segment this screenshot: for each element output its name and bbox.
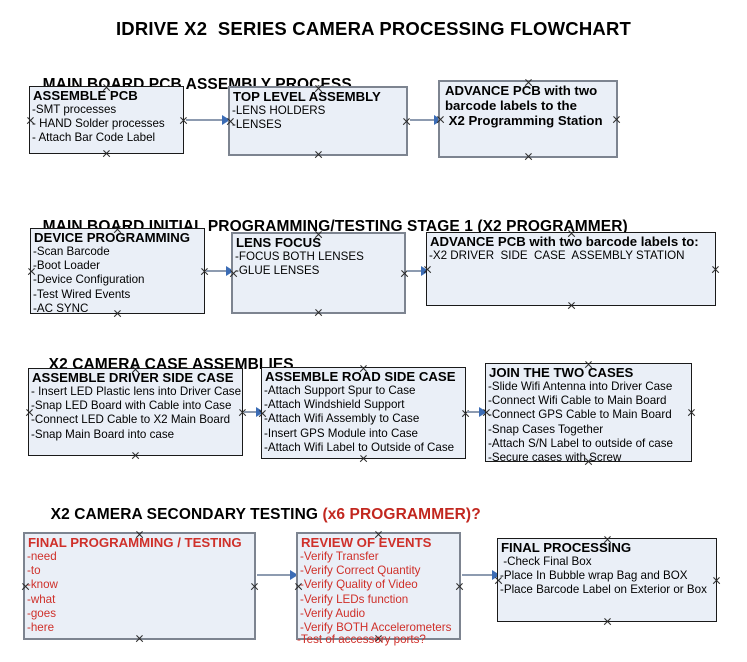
node-title: FINAL PROCESSING (501, 540, 632, 555)
resize-handle-bottom[interactable] (102, 149, 111, 158)
node-line: -LENSES (232, 118, 282, 132)
node-line: -AC SYNC (33, 301, 89, 315)
node-line: -LENS HOLDERS (232, 104, 326, 117)
resize-handle-right[interactable] (711, 265, 720, 274)
node-final-processing[interactable]: FINAL PROCESSING -Check Final Box -Place… (497, 538, 717, 622)
arrowhead-icon (421, 266, 429, 276)
node-title: JOIN THE TWO CASES (489, 365, 634, 380)
resize-handle-bottom[interactable] (131, 451, 140, 460)
node-line: -Snap Cases Together (488, 422, 604, 436)
node-line: -Slide Wifi Antenna into Driver Case (488, 380, 673, 393)
node-top-level-assembly[interactable]: TOP LEVEL ASSEMBLY -LENS HOLDERS -LENSES (228, 86, 408, 156)
node-line: -Place Barcode Label on Exterior or Box (500, 583, 707, 597)
node-line: -Secure cases with Screw (488, 451, 622, 465)
node-advance-pcb-driver-side-case[interactable]: ADVANCE PCB with two barcode labels to: … (426, 232, 716, 306)
node-line: -goes (27, 606, 57, 620)
resize-handle-bottom[interactable] (567, 301, 576, 310)
node-line: -Attach S/N Label to outside of case (488, 436, 673, 450)
node-line: -Snap Main Board into case (31, 427, 175, 441)
connector-device-programming-to-lens-focus (206, 270, 230, 272)
section-header-secondary-testing: X2 CAMERA SECONDARY TESTING (x6 PROGRAMM… (33, 488, 481, 542)
node-line: - Attach Bar Code Label (32, 131, 156, 145)
page-title: IDRIVE X2 SERIES CAMERA PROCESSING FLOWC… (115, 18, 632, 39)
node-line: -Connect GPS Cable to Main Board (488, 408, 672, 422)
node-line: -here (27, 621, 55, 635)
arrowhead-icon (290, 570, 298, 580)
node-line: -Device Configuration (33, 273, 145, 287)
connector-review-to-final-processing (462, 574, 495, 576)
connector-driver-case-to-road-case (244, 411, 262, 413)
node-title: ASSEMBLE ROAD SIDE CASE (265, 369, 456, 384)
node-line: -Snap LED Board with Cable into Case (31, 399, 232, 413)
node-line: -Verify LEDs function (300, 592, 409, 606)
node-title: DEVICE PROGRAMMING (34, 230, 191, 245)
node-review-of-events[interactable]: REVIEW OF EVENTS -Verify Transfer -Verif… (296, 532, 461, 640)
connector-final-programming-to-review (257, 574, 293, 576)
node-line: -Verify Correct Quantity (300, 564, 421, 578)
node-line: -know (27, 578, 58, 592)
node-line: -Attach Support Spur to Case (264, 384, 416, 397)
node-title: ASSEMBLE DRIVER SIDE CASE (32, 370, 234, 385)
node-line-overflow: -Test of accessory ports? (297, 633, 426, 646)
node-title: FINAL PROGRAMMING / TESTING (28, 535, 242, 550)
connector-lens-focus-to-advance-pcb-2 (407, 270, 425, 272)
node-line: -Attach Wifi Assembly to Case (264, 412, 420, 426)
node-line: -Attach Windshield Support (264, 398, 405, 412)
node-line: -SMT processes (32, 103, 117, 116)
node-line: -Attach Wifi Label to Outside of Case (264, 440, 455, 454)
node-line: - Insert LED Plastic lens into Driver Ca… (31, 385, 242, 398)
resize-handle-bottom[interactable] (603, 617, 612, 626)
node-title: ASSEMBLE PCB (33, 88, 138, 103)
node-line: -Insert GPS Module into Case (264, 426, 419, 440)
node-line: -Verify Transfer (300, 550, 379, 563)
node-line: - HAND Solder processes (32, 117, 165, 131)
section-header-text: X2 CAMERA SECONDARY TESTING (50, 506, 323, 523)
section-header-accent: (x6 PROGRAMMER)? (322, 506, 481, 523)
arrowhead-icon (492, 570, 500, 580)
node-line: -GLUE LENSES (235, 264, 320, 278)
node-advance-pcb-programming-station[interactable]: ADVANCE PCB with two barcode labels to t… (438, 80, 618, 158)
connector-top-level-to-advance-pcb (410, 119, 438, 121)
node-title: ADVANCE PCB with two barcode labels to: (430, 234, 699, 249)
node-line: -Test Wired Events (33, 287, 131, 301)
node-title: LENS FOCUS (236, 235, 321, 250)
arrowhead-icon (226, 266, 234, 276)
node-assemble-driver-side-case[interactable]: ASSEMBLE DRIVER SIDE CASE - Insert LED P… (28, 368, 243, 456)
resize-handle-bottom[interactable] (314, 308, 323, 317)
node-line: -Boot Loader (33, 259, 101, 273)
node-line: -Verify BOTH Accelerometers (300, 621, 452, 635)
node-line: -what (27, 592, 56, 606)
node-line: -Connect Wifi Cable to Main Board (488, 394, 667, 408)
node-line: -FOCUS BOTH LENSES (235, 250, 364, 263)
connector-road-case-to-join-cases (467, 411, 485, 413)
node-final-programming-testing[interactable]: FINAL PROGRAMMING / TESTING -need -to -k… (23, 532, 256, 640)
node-join-the-two-cases[interactable]: JOIN THE TWO CASES -Slide Wifi Antenna i… (485, 363, 692, 465)
node-line: -Connect LED Cable to X2 Main Board (31, 413, 231, 427)
connector-assemble-pcb-to-top-level (186, 119, 224, 121)
node-line: -Check Final Box (500, 555, 592, 568)
node-assemble-road-side-case[interactable]: ASSEMBLE ROAD SIDE CASE -Attach Support … (261, 367, 466, 459)
node-line: -Scan Barcode (33, 245, 110, 258)
node-line: -Place In Bubble wrap Bag and BOX (500, 569, 688, 583)
node-title: ADVANCE PCB with two barcode labels to t… (445, 83, 603, 128)
node-line: -Verify Audio (300, 606, 366, 620)
node-title: REVIEW OF EVENTS (301, 535, 432, 550)
node-line: -to (27, 564, 41, 578)
arrowhead-icon (479, 407, 487, 417)
node-line: -Verify Quality of Video (300, 578, 418, 592)
node-line: -X2 DRIVER SIDE CASE ASSEMBLY STATION (429, 249, 685, 262)
node-assemble-pcb[interactable]: ASSEMBLE PCB -SMT processes - HAND Solde… (29, 86, 184, 154)
node-lens-focus[interactable]: LENS FOCUS -FOCUS BOTH LENSES -GLUE LENS… (231, 232, 406, 314)
resize-handle-bottom[interactable] (524, 152, 533, 161)
arrowhead-icon (222, 115, 230, 125)
node-line: -need (27, 550, 57, 563)
resize-handle-bottom[interactable] (314, 150, 323, 159)
node-title: TOP LEVEL ASSEMBLY (233, 89, 381, 104)
node-device-programming[interactable]: DEVICE PROGRAMMING -Scan Barcode -Boot L… (30, 228, 205, 315)
arrowhead-icon (256, 407, 264, 417)
